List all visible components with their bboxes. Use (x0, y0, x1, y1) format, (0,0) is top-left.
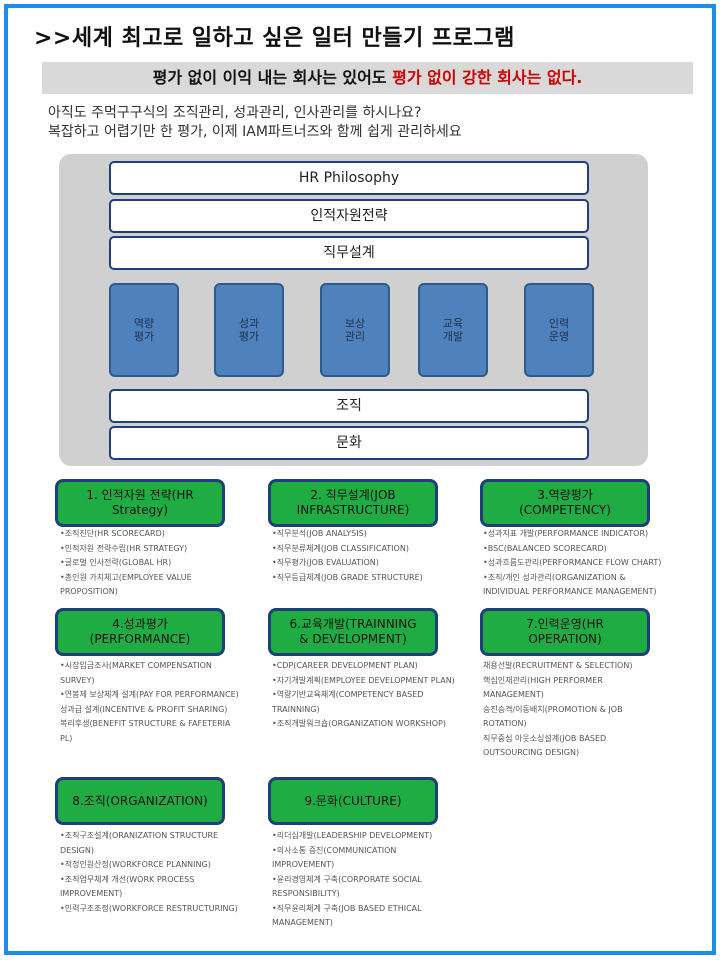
program-title: 8.조직(ORGANIZATION) (72, 793, 208, 808)
program-box-hr-strategy: 1. 인적자원 전략(HR Strategy) (55, 479, 225, 527)
list-item: 핵심인재관리(HIGH PERFORMER MANAGEMENT) (483, 675, 603, 700)
list-item: •시장임금조사(MARKET COMPENSATION SURVEY) (60, 661, 212, 685)
program-title: 6.교육개발(TRAINNING & DEVELOPMENT) (289, 617, 417, 646)
list-item: •자기개발계획(EMPLOYEE DEVELOPMENT PLAN) (272, 675, 455, 685)
pillar-label: 보상 관리 (344, 317, 366, 343)
list-item: •적정인원산정(WORKFORCE PLANNING) (60, 860, 211, 869)
program-list-organization: •조직구조설계(ORANIZATION STRUCTURE DESIGN) •적… (60, 829, 245, 916)
program-box-training: 6.교육개발(TRAINNING & DEVELOPMENT) (268, 608, 438, 656)
list-item: •조직업무체계 개선(WORK PROCESS IMPROVEMENT) (60, 874, 195, 899)
program-title: 2. 직무설계(JOB INFRASTRUCTURE) (296, 488, 410, 517)
program-box-performance: 4.성과평가 (PERFORMANCE) (55, 608, 225, 656)
pillar-training: 교육 개발 (418, 283, 488, 377)
list-item: •글로벌 인사전략(GLOBAL HR) (60, 558, 172, 567)
pillar-label: 성과 평가 (238, 317, 260, 343)
list-item: •조직구조설계(ORANIZATION STRUCTURE DESIGN) (60, 831, 219, 855)
program-title: 4.성과평가 (PERFORMANCE) (89, 617, 191, 646)
list-item: •직무분석(JOB ANALYSIS) (272, 529, 367, 538)
program-list-culture: •리더십개발(LEADERSHIP DEVELOPMENT) •의사소통 증진(… (272, 829, 457, 931)
list-item: •CDP(CAREER DEVELOPMENT PLAN) (272, 661, 418, 670)
culture-bar: 문화 (109, 426, 589, 460)
pillar-competency: 역량 평가 (109, 283, 179, 377)
slogan-highlight: 평가 없이 강한 회사는 없다. (392, 68, 583, 87)
list-item: •윤리경영체계 구축(CORPORATE SOCIAL RESPONSIBILI… (272, 874, 422, 899)
list-item: •리더십개발(LEADERSHIP DEVELOPMENT) (272, 831, 433, 840)
list-item: •직무윤리체계 구축(JOB BASED ETHICAL MANAGEMENT) (272, 903, 422, 928)
list-item: 승진승격/이동배치(PROMOTION & JOB ROTATION) (483, 704, 623, 729)
list-item: 직무중심 아웃소싱설계(JOB BASED OUTSOURCING DESIGN… (483, 733, 607, 758)
list-item: 성과급 설계(INCENTIVE & PROFIT SHARING) (60, 704, 228, 714)
program-box-organization: 8.조직(ORGANIZATION) (55, 777, 225, 825)
intro-text: 아직도 주먹구구식의 조직관리, 성과관리, 인사관리를 하시나요? 복잡하고 … (48, 104, 462, 142)
program-title: 9.문화(CULTURE) (304, 793, 402, 808)
pillar-label: 역량 평가 (133, 317, 155, 343)
program-box-culture: 9.문화(CULTURE) (268, 777, 438, 825)
pillar-compensation: 보상 관리 (320, 283, 390, 377)
program-title: 3.역량평가 (COMPETENCY) (519, 488, 611, 517)
program-list-job-design: •직무분석(JOB ANALYSIS) •직무분류체계(JOB CLASSIFI… (272, 527, 457, 585)
program-title: 7.인력운영(HR OPERATION) (526, 617, 604, 646)
list-item: •성과흐름도관리(PERFORMANCE FLOW CHART) (483, 558, 662, 567)
program-box-job-design: 2. 직무설계(JOB INFRASTRUCTURE) (268, 479, 438, 527)
list-item: •직무등급체계(JOB GRADE STRUCTURE) (272, 572, 423, 582)
pillar-operation: 인력 운영 (524, 283, 594, 377)
list-item: •인적자원 전략수립(HR STRATEGY) (60, 543, 188, 553)
program-title: 1. 인적자원 전략(HR Strategy) (86, 488, 194, 517)
intro-line: 아직도 주먹구구식의 조직관리, 성과관리, 인사관리를 하시나요? (48, 105, 422, 121)
list-item: •직무평가(JOB EVALUATION) (272, 558, 379, 567)
intro-line: 복잡하고 어렵기만 한 평가, 이제 IAM파트너즈와 함께 쉽게 관리하세요 (48, 124, 462, 140)
list-item: •BSC(BALANCED SCORECARD) (483, 543, 607, 553)
program-list-performance: •시장임금조사(MARKET COMPENSATION SURVEY) •연봉제… (60, 659, 245, 746)
program-list-training: •CDP(CAREER DEVELOPMENT PLAN) •자기개발계획(EM… (272, 659, 457, 732)
list-item: •조직/개인 성과관리(ORGANIZATION & INDIVIDUAL PE… (483, 572, 657, 597)
list-item: 채용선발(RECRUITMENT & SELECTION) (483, 661, 633, 670)
program-list-operation: 채용선발(RECRUITMENT & SELECTION) 핵심인재관리(HIG… (483, 659, 663, 761)
hr-philosophy-bar: HR Philosophy (109, 161, 589, 195)
list-item: •조직개발워크숍(ORGANIZATION WORKSHOP) (272, 719, 446, 728)
slogan-banner: 평가 없이 이익 내는 회사는 있어도 평가 없이 강한 회사는 없다. (42, 62, 693, 94)
program-list-competency: •성과지표 개발(PERFORMANCE INDICATOR) •BSC(BAL… (483, 527, 663, 600)
organization-bar: 조직 (109, 389, 589, 423)
list-item: •조직진단(HR SCORECARD) (60, 529, 165, 538)
list-item: •의사소통 증진(COMMUNICATION IMPROVEMENT) (272, 845, 397, 870)
list-item: •성과지표 개발(PERFORMANCE INDICATOR) (483, 529, 649, 538)
list-item: •인력구조조정(WORKFORCE RESTRUCTURING) (60, 903, 238, 913)
list-item: 복리후생(BENEFIT STRUCTURE & FAFETERIA PL) (60, 719, 231, 743)
pillar-label: 교육 개발 (442, 317, 464, 343)
hr-framework-diagram: HR Philosophy 인적자원전략 직무설계 역량 평가 성과 평가 보상… (59, 154, 648, 466)
program-list-hr-strategy: •조직진단(HR SCORECARD) •인적자원 전략수립(HR STRATE… (60, 527, 245, 600)
list-item: •직무분류체계(JOB CLASSIFICATION) (272, 543, 409, 553)
list-item: •총인원 가치체고(EMPLOYEE VALUE PROPOSITION) (60, 572, 192, 597)
list-item: •연봉제 보상체계 설계(PAY FOR PERFORMANCE) (60, 690, 239, 699)
program-box-competency: 3.역량평가 (COMPETENCY) (480, 479, 650, 527)
job-design-bar: 직무설계 (109, 236, 589, 270)
hr-strategy-bar: 인적자원전략 (109, 199, 589, 233)
page-title: >>세계 최고로 일하고 싶은 일터 만들기 프로그램 (34, 26, 515, 51)
program-box-operation: 7.인력운영(HR OPERATION) (480, 608, 650, 656)
slogan-text: 평가 없이 이익 내는 회사는 있어도 (152, 68, 393, 87)
pillar-label: 인력 운영 (548, 317, 570, 343)
pillar-performance: 성과 평가 (214, 283, 284, 377)
list-item: •역량기반교육체계(COMPETENCY BASED TRAINNING) (272, 690, 424, 714)
